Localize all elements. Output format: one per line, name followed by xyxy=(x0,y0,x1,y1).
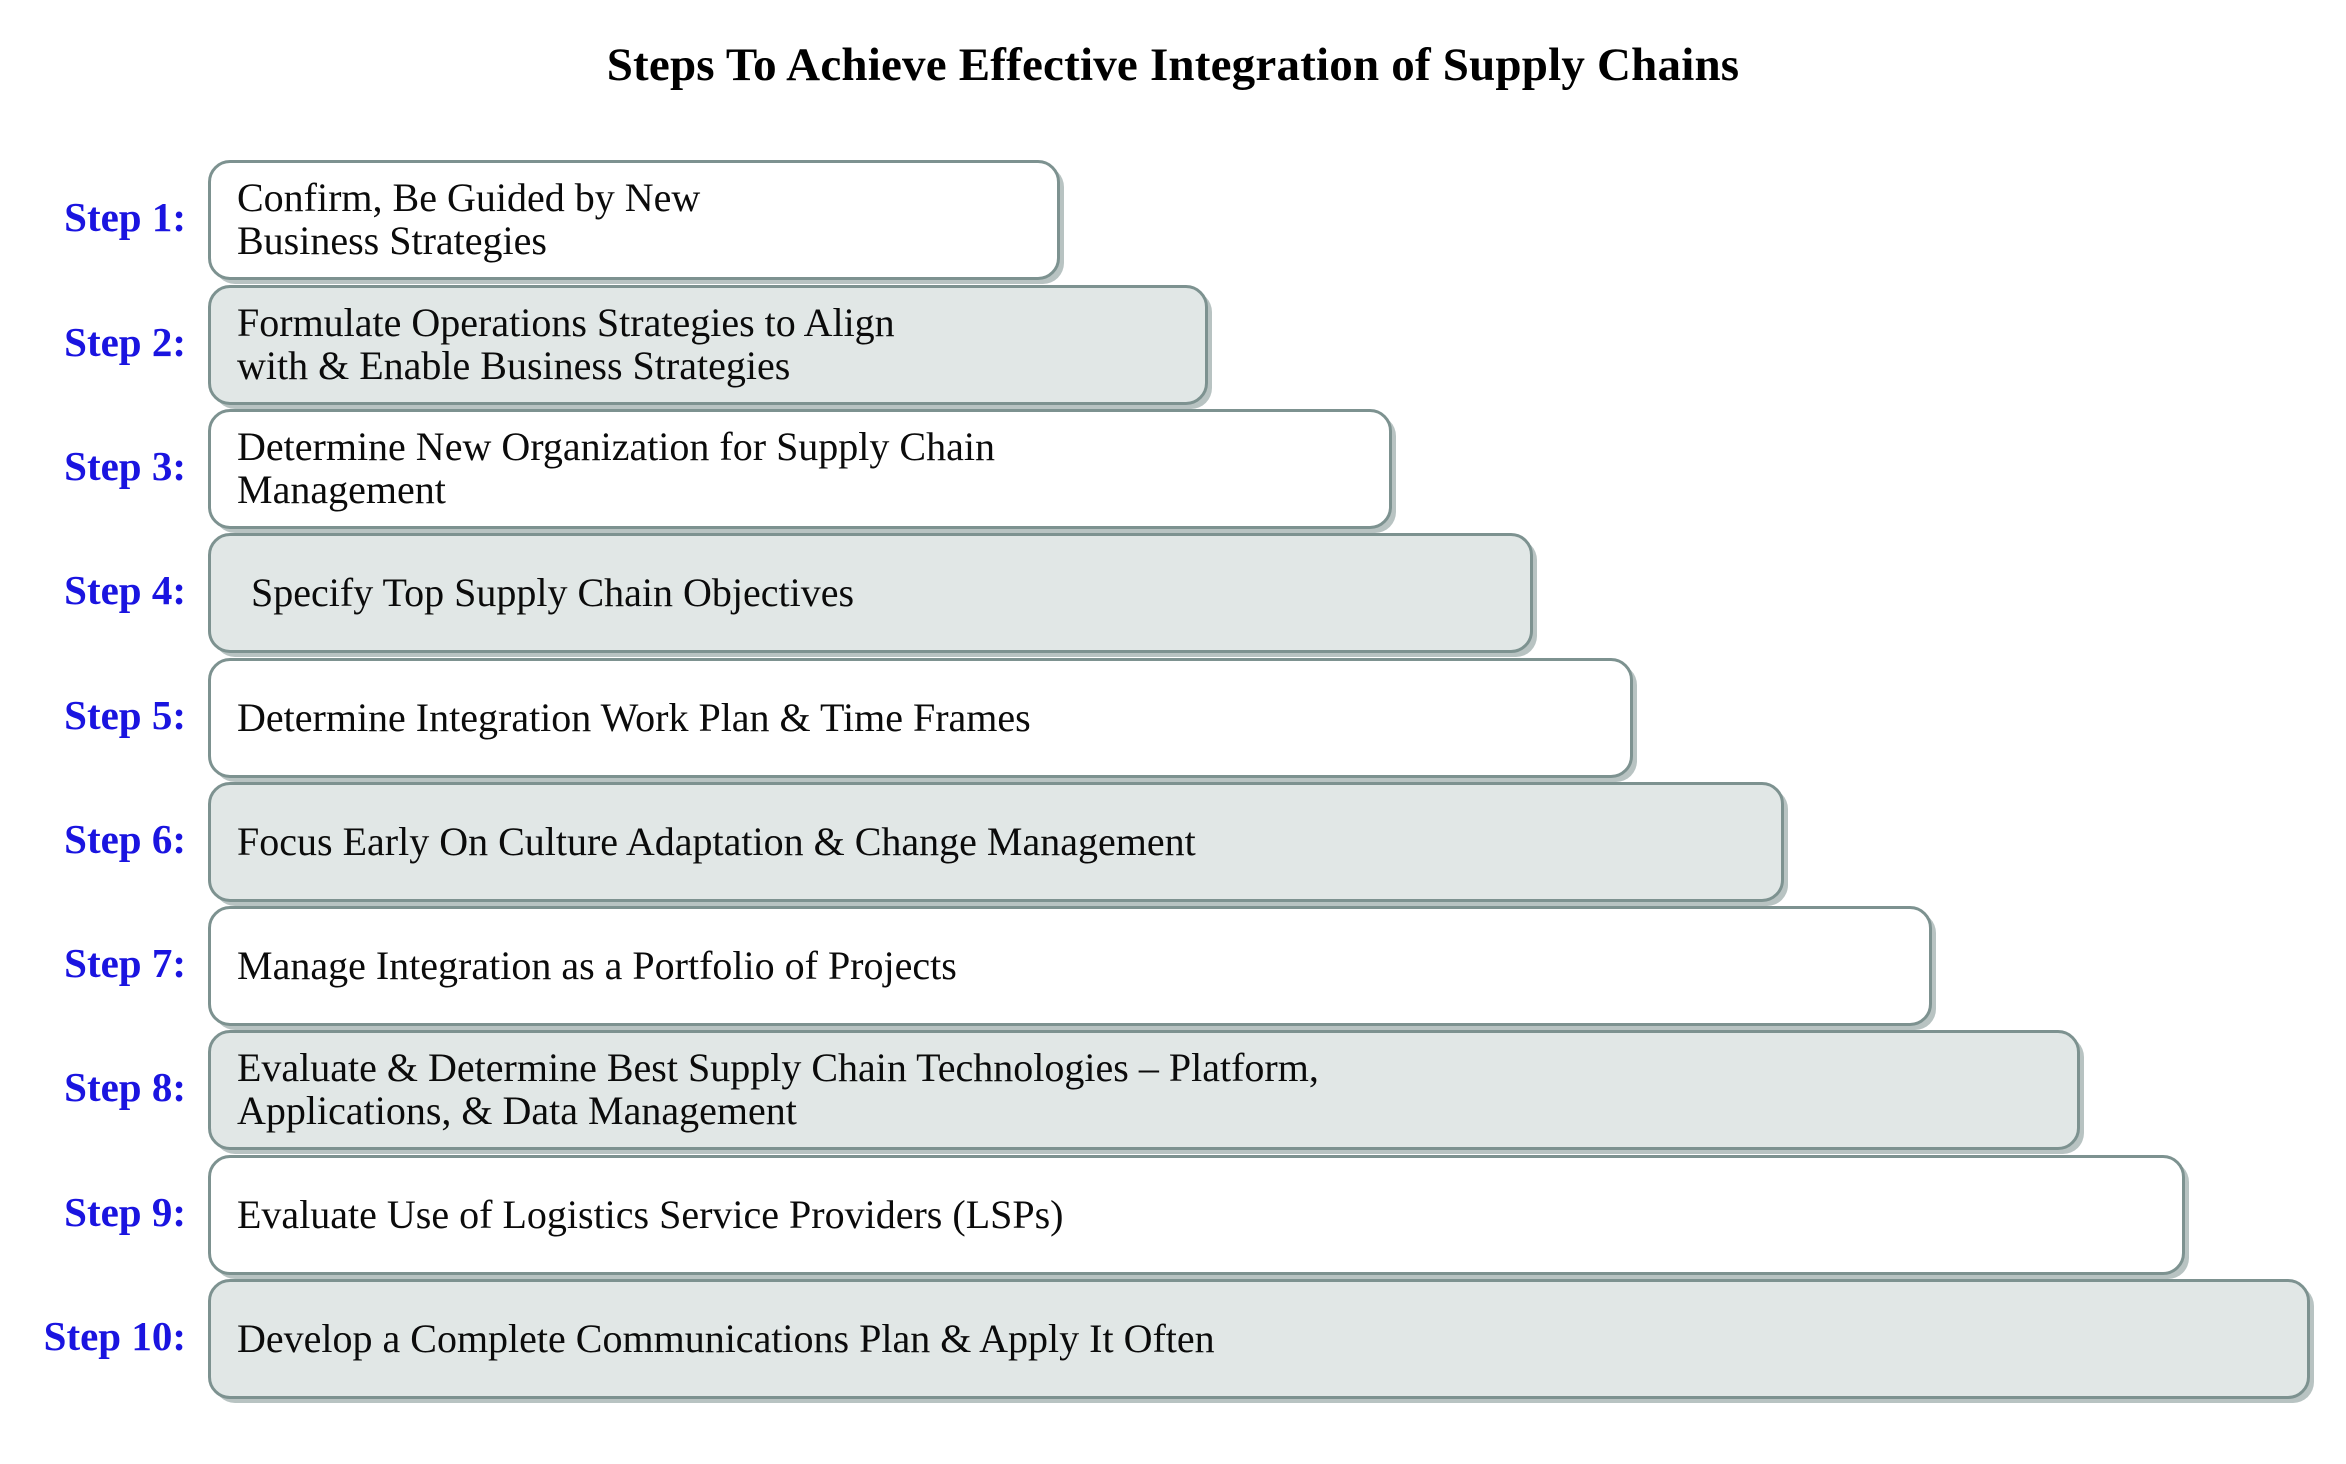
step-label-5: Step 5: xyxy=(64,692,186,738)
step-label-7: Step 7: xyxy=(64,940,186,986)
step-label-4: Step 4: xyxy=(64,567,186,613)
step-text-8: Evaluate & Determine Best Supply Chain T… xyxy=(211,1045,2077,1133)
step-text-line: Specify Top Supply Chain Objectives xyxy=(251,569,855,615)
step-text-6: Focus Early On Culture Adaptation & Chan… xyxy=(211,818,1781,864)
step-label-2: Step 2: xyxy=(64,319,186,365)
step-label-3: Step 3: xyxy=(64,443,186,489)
step-box-2[interactable]: Formulate Operations Strategies to Align… xyxy=(208,285,1208,405)
step-text-line: Evaluate & Determine Best Supply Chain T… xyxy=(237,1045,1319,1091)
step-box-10[interactable]: Develop a Complete Communications Plan &… xyxy=(208,1279,2310,1399)
step-box-7[interactable]: Manage Integration as a Portfolio of Pro… xyxy=(208,906,1932,1026)
step-text-line: Applications, & Data Management xyxy=(237,1088,797,1133)
step-text-2: Formulate Operations Strategies to Align… xyxy=(211,300,1205,388)
step-text-10: Develop a Complete Communications Plan &… xyxy=(211,1315,2307,1361)
step-text-line: Manage Integration as a Portfolio of Pro… xyxy=(237,942,957,988)
step-label-8: Step 8: xyxy=(64,1064,186,1110)
step-text-line: Management xyxy=(237,467,446,512)
step-text-line: with & Enable Business Strategies xyxy=(237,343,791,388)
step-label-1: Step 1: xyxy=(64,194,186,240)
step-text-line: Determine Integration Work Plan & Time F… xyxy=(237,694,1031,740)
step-text-line: Business Strategies xyxy=(237,218,547,263)
step-text-line: Formulate Operations Strategies to Align xyxy=(237,300,895,346)
step-label-10: Step 10: xyxy=(43,1313,186,1359)
step-text-line: Confirm, Be Guided by New xyxy=(237,175,701,221)
page-title: Steps To Achieve Effective Integration o… xyxy=(606,39,1740,91)
step-text-5: Determine Integration Work Plan & Time F… xyxy=(211,694,1630,740)
step-box-4[interactable]: Specify Top Supply Chain Objectives xyxy=(208,533,1533,653)
step-text-line: Focus Early On Culture Adaptation & Chan… xyxy=(237,818,1196,864)
step-box-6[interactable]: Focus Early On Culture Adaptation & Chan… xyxy=(208,782,1784,902)
step-text-4: Specify Top Supply Chain Objectives xyxy=(211,569,1530,615)
step-box-9[interactable]: Evaluate Use of Logistics Service Provid… xyxy=(208,1155,2185,1275)
step-text-7: Manage Integration as a Portfolio of Pro… xyxy=(211,942,1929,988)
step-text-3: Determine New Organization for Supply Ch… xyxy=(211,424,1389,512)
step-text-9: Evaluate Use of Logistics Service Provid… xyxy=(211,1191,2182,1237)
step-label-6: Step 6: xyxy=(64,816,186,862)
step-label-9: Step 9: xyxy=(64,1189,186,1235)
step-box-8[interactable]: Evaluate & Determine Best Supply Chain T… xyxy=(208,1030,2080,1150)
step-text-line: Evaluate Use of Logistics Service Provid… xyxy=(237,1191,1064,1237)
step-text-line: Develop a Complete Communications Plan &… xyxy=(237,1315,1215,1361)
step-box-5[interactable]: Determine Integration Work Plan & Time F… xyxy=(208,658,1633,778)
step-text-line: Determine New Organization for Supply Ch… xyxy=(237,424,995,470)
step-box-3[interactable]: Determine New Organization for Supply Ch… xyxy=(208,409,1392,529)
